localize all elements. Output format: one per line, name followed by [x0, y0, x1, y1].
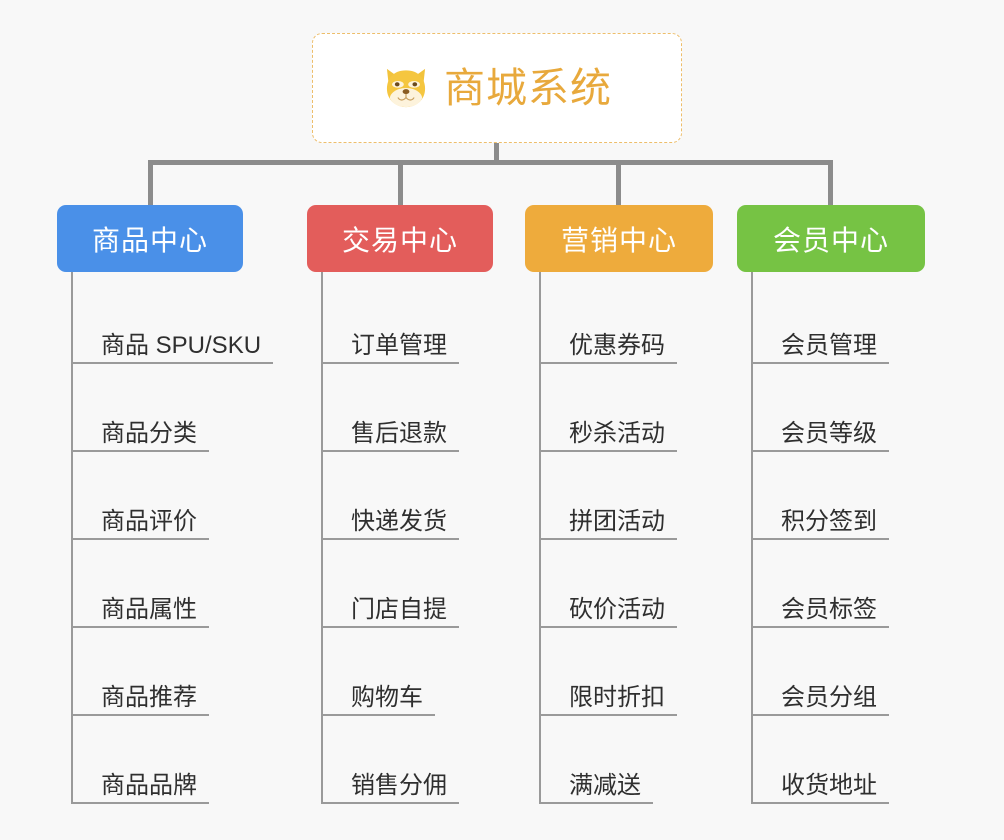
leaf-label: 会员分组 — [781, 683, 877, 711]
leaf-list-2: 订单管理 售后退款 快递发货 门店自提 购物车 销售分佣 — [321, 272, 493, 804]
leaf-underline — [753, 362, 889, 364]
leaf-label: 限时折扣 — [569, 683, 665, 711]
leaf-underline — [753, 802, 889, 804]
leaf-underline — [541, 626, 677, 628]
connector-drop-4 — [828, 160, 833, 207]
leaf-underline — [541, 802, 653, 804]
leaf-underline — [753, 714, 889, 716]
connector-root-stem — [494, 143, 499, 162]
leaf-label: 订单管理 — [351, 331, 447, 359]
leaf-item[interactable]: 满减送 — [541, 716, 713, 804]
leaf-label: 收货地址 — [781, 771, 877, 799]
leaf-label: 拼团活动 — [569, 507, 665, 535]
leaf-label: 会员管理 — [781, 331, 877, 359]
leaf-label: 商品品牌 — [101, 771, 197, 799]
leaf-label: 会员标签 — [781, 595, 877, 623]
leaf-item[interactable]: 砍价活动 — [541, 540, 713, 628]
leaf-underline — [323, 626, 459, 628]
leaf-item[interactable]: 积分签到 — [753, 452, 925, 540]
leaf-label: 会员等级 — [781, 419, 877, 447]
leaf-item[interactable]: 会员管理 — [753, 276, 925, 364]
leaf-underline — [323, 450, 459, 452]
root-node[interactable]: 商城系统 — [312, 33, 682, 143]
branch-header-3[interactable]: 营销中心 — [525, 205, 713, 272]
leaf-underline — [323, 714, 435, 716]
leaf-list-4: 会员管理 会员等级 积分签到 会员标签 会员分组 收货地址 — [751, 272, 925, 804]
branch-header-1[interactable]: 商品中心 — [57, 205, 243, 272]
leaf-item[interactable]: 门店自提 — [323, 540, 493, 628]
connector-horizontal-bus — [148, 160, 832, 165]
leaf-label: 砍价活动 — [569, 595, 665, 623]
leaf-label: 商品分类 — [101, 419, 197, 447]
leaf-item[interactable]: 秒杀活动 — [541, 364, 713, 452]
leaf-underline — [541, 538, 677, 540]
leaf-item[interactable]: 商品品牌 — [73, 716, 273, 804]
leaf-label: 商品属性 — [101, 595, 197, 623]
leaf-item[interactable]: 购物车 — [323, 628, 493, 716]
leaf-label: 商品评价 — [101, 507, 197, 535]
leaf-item[interactable]: 商品推荐 — [73, 628, 273, 716]
leaf-item[interactable]: 订单管理 — [323, 276, 493, 364]
connector-drop-2 — [398, 160, 403, 207]
leaf-item[interactable]: 会员分组 — [753, 628, 925, 716]
leaf-underline — [753, 450, 889, 452]
leaf-item[interactable]: 商品评价 — [73, 452, 273, 540]
branch-header-4[interactable]: 会员中心 — [737, 205, 925, 272]
leaf-item[interactable]: 拼团活动 — [541, 452, 713, 540]
leaf-underline — [73, 802, 209, 804]
leaf-underline — [323, 362, 459, 364]
leaf-label: 销售分佣 — [351, 771, 447, 799]
leaf-underline — [323, 802, 459, 804]
leaf-item[interactable]: 商品 SPU/SKU — [73, 276, 273, 364]
leaf-list-3: 优惠券码 秒杀活动 拼团活动 砍价活动 限时折扣 满减送 — [539, 272, 713, 804]
leaf-label: 秒杀活动 — [569, 419, 665, 447]
leaf-label: 快递发货 — [351, 507, 447, 535]
branch-header-2[interactable]: 交易中心 — [307, 205, 493, 272]
leaf-underline — [541, 450, 677, 452]
leaf-label: 购物车 — [351, 683, 423, 711]
leaf-label: 满减送 — [569, 771, 641, 799]
leaf-list-1: 商品 SPU/SKU 商品分类 商品评价 商品属性 商品推荐 商品品牌 — [71, 272, 273, 804]
leaf-label: 积分签到 — [781, 507, 877, 535]
leaf-item[interactable]: 收货地址 — [753, 716, 925, 804]
leaf-underline — [73, 626, 209, 628]
leaf-underline — [73, 538, 209, 540]
leaf-item[interactable]: 商品分类 — [73, 364, 273, 452]
leaf-label: 门店自提 — [351, 595, 447, 623]
leaf-underline — [753, 538, 889, 540]
leaf-item[interactable]: 限时折扣 — [541, 628, 713, 716]
shiba-dog-face-icon — [386, 68, 426, 108]
leaf-item[interactable]: 快递发货 — [323, 452, 493, 540]
leaf-item[interactable]: 售后退款 — [323, 364, 493, 452]
leaf-item[interactable]: 会员标签 — [753, 540, 925, 628]
leaf-underline — [323, 538, 459, 540]
leaf-underline — [73, 362, 273, 364]
leaf-underline — [73, 714, 209, 716]
leaf-label: 商品 SPU/SKU — [101, 331, 262, 359]
leaf-item[interactable]: 销售分佣 — [323, 716, 493, 804]
leaf-underline — [541, 362, 677, 364]
leaf-underline — [73, 450, 209, 452]
branch-column-2: 交易中心 订单管理 售后退款 快递发货 门店自提 购物车 — [307, 205, 493, 804]
branch-column-4: 会员中心 会员管理 会员等级 积分签到 会员标签 会员分组 — [737, 205, 925, 804]
leaf-label: 售后退款 — [351, 419, 447, 447]
connector-drop-1 — [148, 160, 153, 207]
connector-drop-3 — [616, 160, 621, 207]
leaf-label: 优惠券码 — [569, 331, 665, 359]
root-title: 商城系统 — [444, 64, 612, 111]
leaf-item[interactable]: 优惠券码 — [541, 276, 713, 364]
leaf-label: 商品推荐 — [101, 683, 197, 711]
branch-column-1: 商品中心 商品 SPU/SKU 商品分类 商品评价 商品属性 商品推荐 — [57, 205, 273, 804]
leaf-item[interactable]: 会员等级 — [753, 364, 925, 452]
leaf-underline — [753, 626, 889, 628]
leaf-underline — [541, 714, 677, 716]
leaf-item[interactable]: 商品属性 — [73, 540, 273, 628]
branch-column-3: 营销中心 优惠券码 秒杀活动 拼团活动 砍价活动 限时折扣 — [525, 205, 713, 804]
